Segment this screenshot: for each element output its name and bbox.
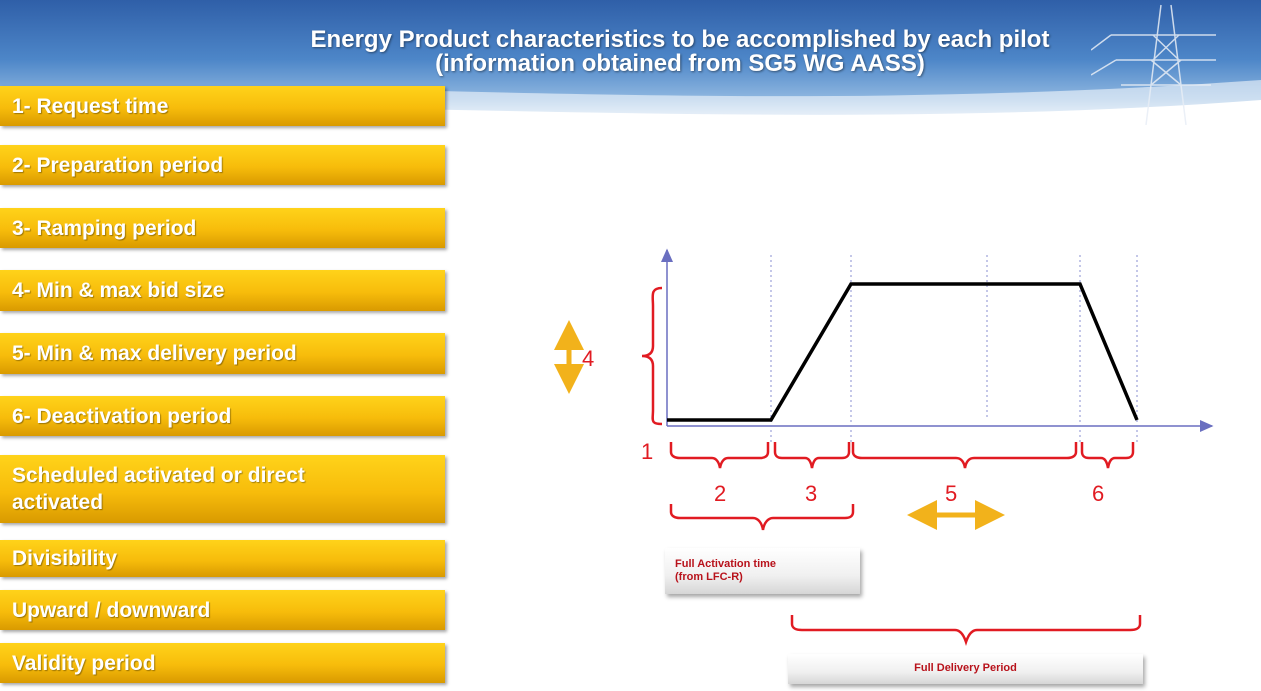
title-line-1: Energy Product characteristics to be acc… [310,26,1050,53]
characteristic-label: 1- Request time [12,94,169,118]
characteristic-request-time: 1- Request time [0,86,445,126]
activation-profile-line [667,282,1139,422]
characteristic-preparation-period: 2- Preparation period [0,145,445,185]
characteristic-bid-size: 4- Min & max bid size [0,270,445,311]
characteristic-direction: Upward / downward [0,590,445,630]
characteristic-ramping-period: 3- Ramping period [0,208,445,248]
label-bid-size: 4 [582,346,594,371]
title-line-2: (information obtained from SG5 WG AASS) [435,50,925,77]
characteristic-deactivation-period: 6- Deactivation period [0,396,445,436]
full-activation-line-2: (from LFC-R) [675,571,743,583]
characteristic-divisibility: Divisibility [0,540,445,577]
characteristic-label: 6- Deactivation period [12,404,232,428]
full-activation-time-box: Full Activation time (from LFC-R) [665,548,860,594]
characteristic-label: Divisibility [12,547,118,570]
characteristic-label: 2- Preparation period [12,153,224,177]
characteristic-activation-type: Scheduled activated or direct activated [0,455,445,523]
brace-preparation [669,442,770,469]
bid-size-brace [641,286,663,426]
brace-delivery [851,442,1078,469]
label-preparation: 2 [714,481,726,506]
characteristic-validity-period: Validity period [0,643,445,683]
brace-full-delivery [790,615,1142,646]
characteristic-label: Upward / downward [12,598,211,622]
full-delivery-label: Full Delivery Period [914,662,1017,674]
label-request-time: 1 [641,439,653,464]
brace-full-activation [669,504,855,531]
characteristic-label: 4- Min & max bid size [12,279,225,302]
label-ramping: 3 [805,481,817,506]
brace-ramping [773,442,851,469]
power-pylon-icon [1091,4,1216,125]
phase-braces [669,442,1142,646]
label-deactivation: 6 [1092,481,1104,506]
page-title: Energy Product characteristics to be acc… [140,28,1220,76]
label-delivery: 5 [945,481,957,506]
characteristic-label: 5- Min & max delivery period [12,342,297,365]
characteristic-label: 3- Ramping period [12,216,197,240]
full-delivery-period-box: Full Delivery Period [788,654,1143,684]
characteristic-label: Scheduled activated or direct activated [12,464,305,514]
full-activation-line-1: Full Activation time [675,558,777,570]
characteristic-label: Validity period [12,651,156,675]
characteristic-delivery-period: 5- Min & max delivery period [0,333,445,374]
brace-deactivation [1080,442,1135,469]
